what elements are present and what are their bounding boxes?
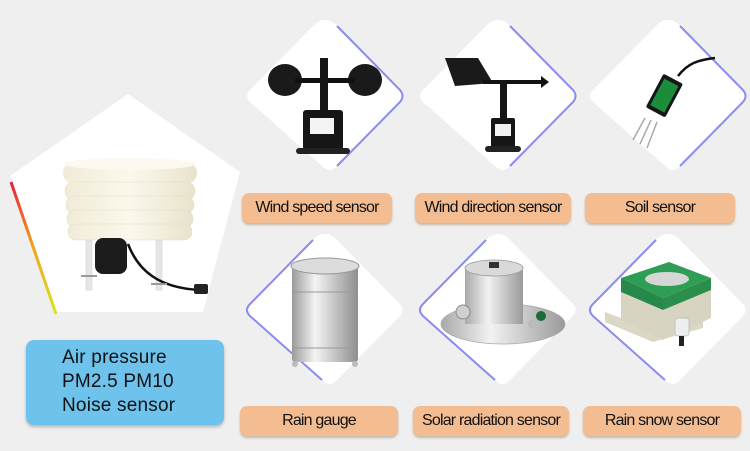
product-card-soil[interactable]: Soil sensor <box>583 18 750 233</box>
wind-speed-sensor-image <box>247 20 404 170</box>
product-card-wind-speed[interactable]: Wind speed sensor <box>240 18 410 233</box>
rain-gauge-label[interactable]: Rain gauge <box>240 406 398 436</box>
info-line-air-pressure: Air pressure <box>62 347 167 368</box>
solar-radiation-sensor-image <box>419 234 576 384</box>
product-card-solar-radiation[interactable]: Solar radiation sensor <box>413 232 583 447</box>
info-line-pm: PM2.5 PM10 <box>62 371 174 392</box>
info-line-noise: Noise sensor <box>62 395 176 416</box>
hero-sensor-panel <box>8 92 240 320</box>
soil-sensor-label[interactable]: Soil sensor <box>585 193 735 223</box>
wind-speed-sensor-label[interactable]: Wind speed sensor <box>242 193 392 223</box>
product-card-rain-snow[interactable]: Rain snow sensor <box>583 232 750 447</box>
hero-sensor-image <box>9 94 240 316</box>
product-card-wind-direction[interactable]: Wind direction sensor <box>413 18 583 233</box>
soil-sensor-image <box>590 20 747 170</box>
rain-gauge-image <box>246 234 403 384</box>
rain-snow-sensor-image <box>589 234 746 384</box>
rain-snow-sensor-label[interactable]: Rain snow sensor <box>583 406 741 436</box>
product-card-rain-gauge[interactable]: Rain gauge <box>240 232 410 447</box>
wind-direction-sensor-label[interactable]: Wind direction sensor <box>415 193 571 223</box>
wind-direction-sensor-image <box>420 20 577 170</box>
solar-radiation-sensor-label[interactable]: Solar radiation sensor <box>413 406 569 436</box>
hero-info-box: Air pressure PM2.5 PM10 Noise sensor <box>26 340 224 425</box>
